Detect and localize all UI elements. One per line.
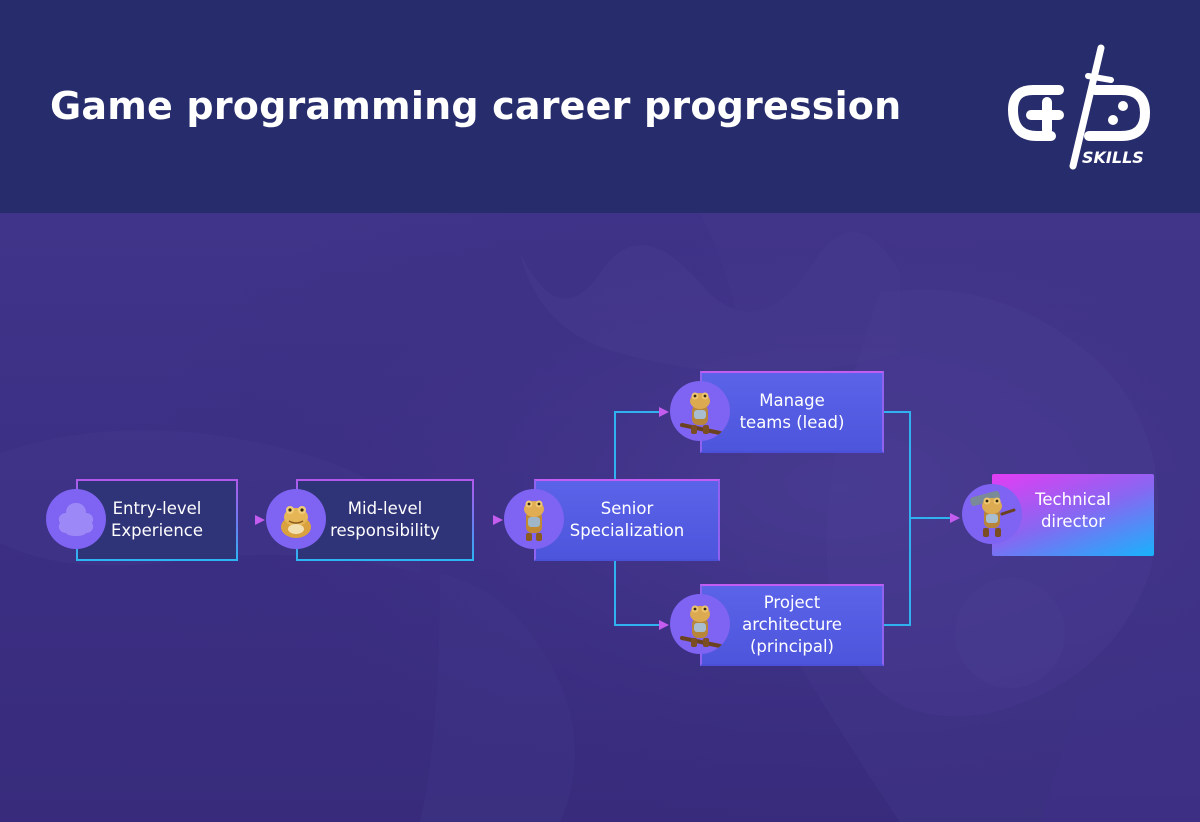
node-technical-director: Technical director <box>962 474 1154 556</box>
node-senior: Senior Specialization <box>504 479 720 561</box>
lead-box: Manage teams (lead) <box>700 371 884 453</box>
entry-level-box: Entry-level Experience <box>76 479 238 561</box>
mid-level-label: Mid-level responsibility <box>330 499 440 540</box>
frog-warrior-icon <box>670 381 730 441</box>
lead-label: Manage teams (lead) <box>739 391 845 432</box>
flow-connectors <box>238 407 960 630</box>
mid-level-box: Mid-level responsibility <box>296 479 474 561</box>
principal-label: Project architecture (principal) <box>742 593 842 656</box>
senior-box: Senior Specialization <box>534 479 720 561</box>
connector-lead-to-director <box>884 411 911 626</box>
node-principal: Project architecture (principal) <box>670 584 884 666</box>
connector-senior-to-lead <box>614 407 669 479</box>
frog-silhouette-icon <box>46 489 106 549</box>
principal-box: Project architecture (principal) <box>700 584 884 666</box>
node-entry-level: Entry-level Experience <box>46 479 238 561</box>
gd-skills-logo-icon: SKILLS <box>1008 44 1150 170</box>
frog-warrior-icon <box>670 594 730 654</box>
entry-level-label: Entry-level Experience <box>110 499 203 540</box>
frog-sitting-icon <box>266 489 326 549</box>
frog-standing-icon <box>504 489 564 549</box>
technical-director-label: Technical director <box>1035 490 1111 531</box>
page-title: Game programming career progression <box>50 84 902 128</box>
logo-text: SKILLS <box>1082 148 1144 167</box>
frog-cannon-icon <box>962 484 1022 544</box>
connector-senior-to-principal <box>614 561 669 630</box>
node-mid-level: Mid-level responsibility <box>266 479 474 561</box>
technical-director-box: Technical director <box>992 474 1154 556</box>
diagram-stage: Entry-level Experience Mid-level respons… <box>0 213 1200 822</box>
senior-label: Senior Specialization <box>569 499 685 540</box>
node-lead: Manage teams (lead) <box>670 371 884 453</box>
gd-skills-logo: SKILLS <box>1003 42 1158 176</box>
header-bar: Game programming career progression SKIL… <box>0 0 1200 213</box>
